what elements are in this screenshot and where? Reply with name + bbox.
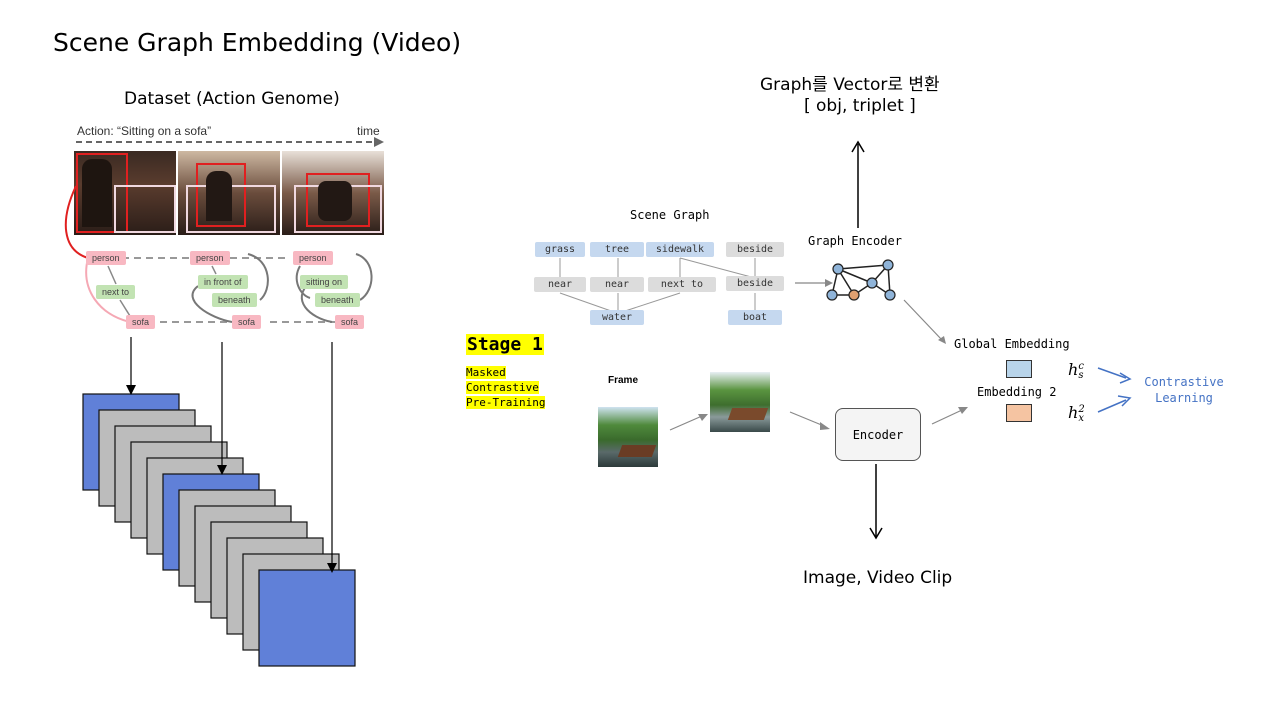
input-label: Image, Video Clip — [803, 568, 953, 588]
arrow-to-global-embedding — [903, 299, 946, 344]
hs-sub: s — [1078, 369, 1084, 381]
node-person: person — [86, 251, 126, 265]
node-sitting-on: sitting on — [300, 275, 349, 289]
arrow-to-graph-encoder — [795, 279, 833, 287]
chip-beside: beside — [726, 242, 784, 257]
node-beneath: beneath — [315, 293, 360, 307]
graph-encoder-label: Graph Encoder — [808, 234, 902, 248]
hs-sup: c — [1078, 360, 1084, 372]
global-embedding-label: Global Embedding — [954, 337, 1070, 351]
chip-near: near — [590, 277, 644, 292]
arrow-clip-to-encoder — [789, 411, 830, 430]
node-sofa: sofa — [232, 315, 262, 329]
video-frame — [178, 151, 280, 235]
frame-image — [598, 407, 658, 467]
chip-sidewalk: sidewalk — [646, 242, 714, 257]
node-next-to: next to — [96, 285, 136, 299]
node-person: person — [293, 251, 333, 265]
graph-icon — [826, 259, 896, 301]
embedding-stack — [82, 337, 356, 667]
contrastive-line1: Contrastive — [1144, 375, 1224, 389]
hx-base: h — [1068, 403, 1079, 422]
video-frames-strip — [74, 151, 384, 235]
global-embedding-box — [1006, 360, 1032, 378]
stage-sub-line: Pre-Training — [466, 396, 546, 409]
action-genome-graph-lines — [64, 185, 373, 323]
down-arrow — [869, 464, 883, 540]
chip-boat: boat — [728, 310, 782, 325]
hx-sup: 2 — [1078, 403, 1085, 415]
stage-title: Stage 1 — [466, 334, 544, 355]
contrastive-label: Contrastive Learning — [1139, 375, 1229, 405]
chip-next-to: next to — [648, 277, 716, 292]
contrastive-line2: Learning — [1155, 391, 1213, 405]
page-title: Scene Graph Embedding (Video) — [53, 28, 462, 57]
dataset-title: Dataset (Action Genome) — [124, 89, 340, 109]
action-label: Action: “Sitting on a sofa” — [77, 124, 212, 138]
embedding2-box — [1006, 404, 1032, 422]
chip-near: near — [534, 277, 586, 292]
stage-sub-line: Contrastive — [466, 381, 539, 394]
encoder-box: Encoder — [835, 408, 921, 461]
scene-graph-lines — [559, 257, 756, 313]
video-frame — [282, 151, 384, 235]
node-person: person — [190, 251, 230, 265]
node-sofa: sofa — [126, 315, 156, 329]
output-label-line1: Graph를 Vector로 변환 — [760, 75, 940, 95]
stack-card-blue — [258, 569, 356, 667]
scene-graph-title: Scene Graph — [630, 208, 710, 222]
hs-base: h — [1068, 360, 1079, 379]
hx-sub: x — [1078, 412, 1084, 424]
chip-grass: grass — [535, 242, 585, 257]
chip-tree: tree — [590, 242, 644, 257]
chip-beside: beside — [726, 276, 784, 291]
contrastive-arrows — [1097, 367, 1132, 413]
node-beneath: beneath — [212, 293, 257, 307]
arrow-to-embedding2 — [931, 407, 968, 425]
stage-sub-line: Masked — [466, 366, 506, 379]
node-in-front-of: in front of — [198, 275, 248, 289]
time-arrow — [76, 137, 384, 147]
embedding2-label: Embedding 2 — [977, 385, 1057, 399]
chip-water: water — [590, 310, 644, 325]
video-frame — [74, 151, 176, 235]
frame-image — [710, 372, 770, 432]
time-label: time — [357, 124, 380, 138]
output-label-line2: [ obj, triplet ] — [804, 96, 916, 116]
frame-label: Frame — [608, 375, 639, 386]
up-arrow — [851, 140, 865, 228]
arrow-frame-to-clip — [669, 414, 708, 431]
stage-subtitle: Masked Contrastive Pre-Training — [466, 365, 546, 410]
node-sofa: sofa — [335, 315, 365, 329]
